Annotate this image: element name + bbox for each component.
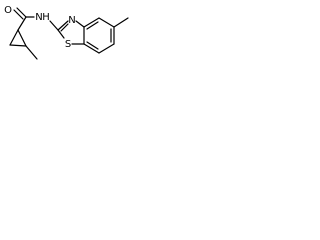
atom-thiazole-nitrogen-label: N [68,15,75,26]
bond-cp-top-left [9,29,19,46]
atom-oxygen-label: O [4,5,12,16]
bond-c2-n3-b [60,23,69,32]
bond-aryl-methyl [113,17,129,28]
bond-cp-methyl [25,45,38,60]
bond-cp-carbonyl [17,16,27,31]
molecule-svg: O N H N S [4,5,129,60]
bond-n3-c3a [75,20,85,28]
bond-carbonyl-o-1 [16,7,27,18]
structure-diagram: O N H N S [0,0,139,77]
bond-n-c2 [49,20,59,31]
bond-c7-c7a-b [86,41,99,50]
bond-c3a-c4-b [86,21,99,30]
bond-c4-c5 [98,17,115,28]
atom-amide-hydrogen-label: H [42,12,50,23]
atom-sulfur-label: S [65,39,71,50]
bond-cp-left-right [9,44,27,47]
bond-c6-c7 [98,43,115,54]
bond-c7-c7a [83,43,100,54]
bond-c2-n3 [57,20,69,31]
bond-c2-s [57,29,65,39]
bond-cp-right-top [17,29,27,47]
atom-amide-nitrogen-label: N [35,12,42,23]
bond-c3a-c4 [83,17,100,28]
bond-carbonyl-o-2 [13,9,24,20]
